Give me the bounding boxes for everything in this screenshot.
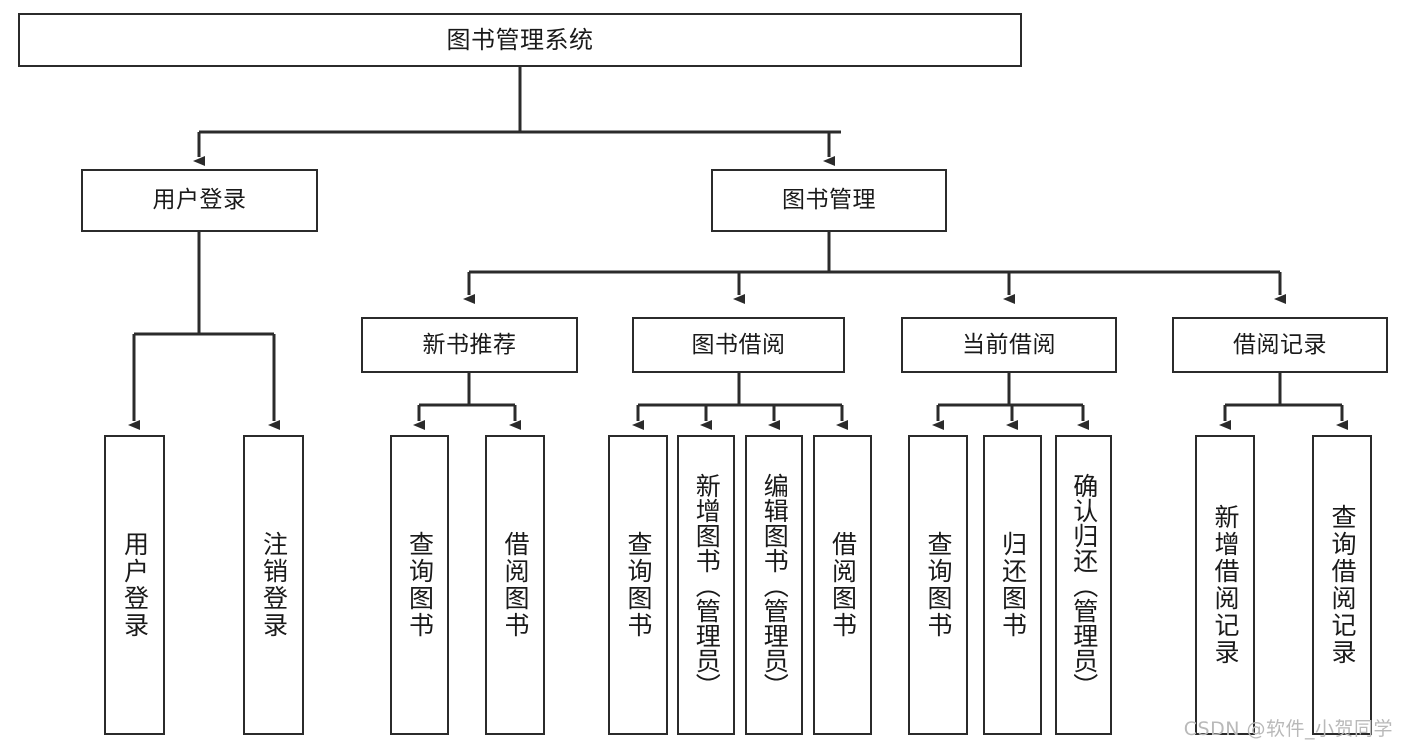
leaf-new-book-borrow[interactable]: 借阅图书 xyxy=(485,435,545,735)
node-current-borrow[interactable]: 当前借阅 xyxy=(901,317,1117,373)
leaf-borrow-query-book[interactable]: 查询图书 xyxy=(608,435,668,735)
leaf-current-confirm-return-admin[interactable]: 确认归还（管理员） xyxy=(1055,435,1112,735)
leaf-label: 借阅图书 xyxy=(501,531,530,639)
leaf-borrow-borrow-book[interactable]: 借阅图书 xyxy=(813,435,872,735)
node-book-management[interactable]: 图书管理 xyxy=(711,169,947,232)
leaf-label: 用户登录 xyxy=(120,531,150,639)
node-label: 用户登录 xyxy=(152,187,247,214)
leaf-borrow-add-book-admin[interactable]: 新增图书（管理员） xyxy=(677,435,735,735)
node-new-book-recommend[interactable]: 新书推荐 xyxy=(361,317,578,373)
node-label: 图书管理 xyxy=(782,187,876,214)
csdn-watermark: CSDN @软件_小贺同学 xyxy=(1183,718,1393,740)
node-label: 当前借阅 xyxy=(962,331,1056,358)
node-label: 图书借阅 xyxy=(691,331,786,358)
leaf-new-book-query[interactable]: 查询图书 xyxy=(390,435,449,735)
leaf-label: 新增借阅记录 xyxy=(1211,504,1240,666)
leaf-label: 归还图书 xyxy=(998,531,1028,639)
leaf-current-query-book[interactable]: 查询图书 xyxy=(908,435,968,735)
leaf-current-return-book[interactable]: 归还图书 xyxy=(983,435,1042,735)
leaf-record-add-record[interactable]: 新增借阅记录 xyxy=(1195,435,1255,735)
node-label: 新书推荐 xyxy=(422,331,517,358)
leaf-user-login-logout[interactable]: 注销登录 xyxy=(243,435,304,735)
node-root-system[interactable]: 图书管理系统 xyxy=(18,13,1022,67)
leaf-label: 查询图书 xyxy=(405,531,435,639)
leaf-label: 新增图书（管理员） xyxy=(692,472,722,698)
node-user-login[interactable]: 用户登录 xyxy=(81,169,318,232)
node-label: 图书管理系统 xyxy=(446,26,594,54)
leaf-label: 确认归还（管理员） xyxy=(1069,472,1099,698)
leaf-record-query-record[interactable]: 查询借阅记录 xyxy=(1312,435,1372,735)
leaf-label: 查询图书 xyxy=(924,531,953,639)
leaf-borrow-edit-book-admin[interactable]: 编辑图书（管理员） xyxy=(745,435,803,735)
leaf-label: 查询借阅记录 xyxy=(1328,504,1357,666)
leaf-label: 注销登录 xyxy=(259,531,289,639)
leaf-label: 借阅图书 xyxy=(828,531,858,639)
leaf-label: 编辑图书（管理员） xyxy=(760,472,790,698)
node-label: 借阅记录 xyxy=(1233,331,1327,358)
leaf-label: 查询图书 xyxy=(624,531,653,639)
leaf-user-login-login[interactable]: 用户登录 xyxy=(104,435,165,735)
node-book-borrow[interactable]: 图书借阅 xyxy=(632,317,845,373)
node-borrow-record[interactable]: 借阅记录 xyxy=(1172,317,1388,373)
